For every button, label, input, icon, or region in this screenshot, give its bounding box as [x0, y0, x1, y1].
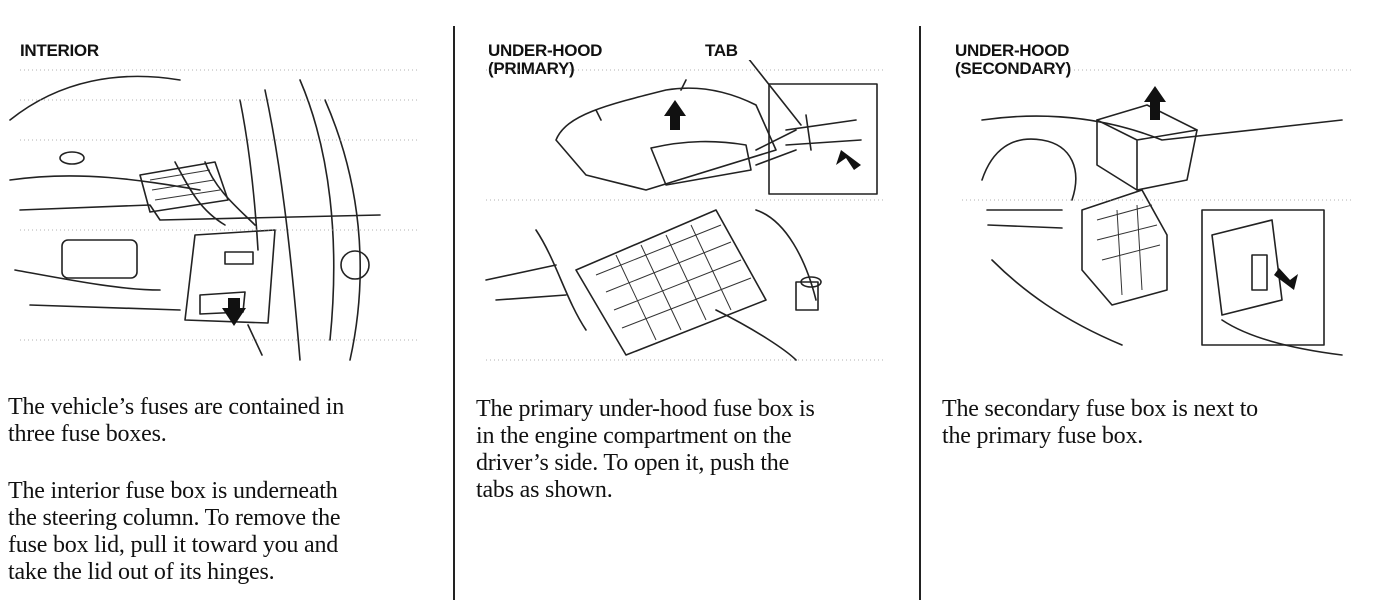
column-secondary: UNDER-HOOD (SECONDARY) The secondary fus…: [922, 0, 1376, 602]
interior-paragraph-1: The vehicle’s fuses are contained in thr…: [8, 394, 344, 448]
secondary-paragraph-1: The secondary fuse box is next to the pr…: [942, 396, 1258, 450]
primary-label-line-1: UNDER-HOOD: [488, 42, 602, 60]
column-primary: UNDER-HOOD (PRIMARY) TAB The primary und…: [456, 0, 916, 602]
primary-paragraph-1: The primary under-hood fuse box is in th…: [476, 396, 815, 504]
tab-callout: TAB: [705, 42, 738, 60]
column-divider-left: [453, 26, 455, 600]
column-divider-right: [919, 26, 921, 600]
column-interior: INTERIOR The vehi: [0, 0, 450, 602]
secondary-under-hood-fuse-box-illustration: [922, 60, 1376, 360]
interior-paragraph-2: The interior fuse box is underneath the …: [8, 478, 340, 586]
secondary-label-line-1: UNDER-HOOD: [955, 42, 1071, 60]
primary-under-hood-fuse-box-illustration: [456, 60, 916, 370]
interior-fuse-box-illustration: [0, 40, 450, 370]
